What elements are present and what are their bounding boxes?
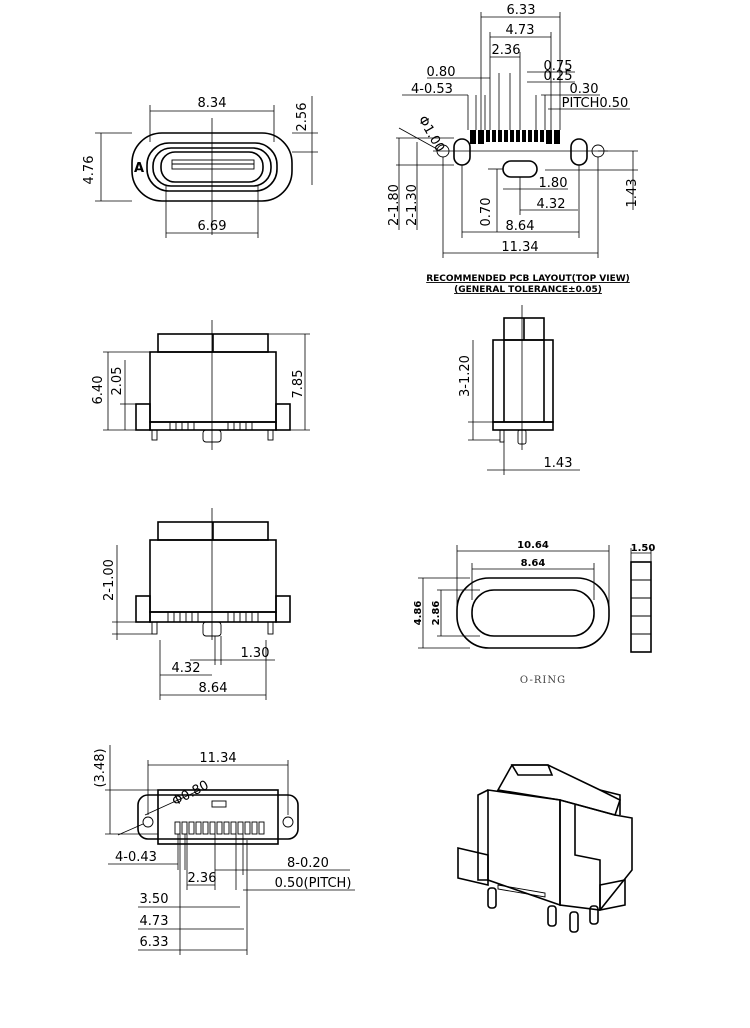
pcb-note-title: RECOMMENDED PCB LAYOUT(TOP VIEW) [426, 274, 630, 284]
bottom-left-hole [142, 816, 154, 828]
dim-11-34: 11.34 [199, 751, 236, 766]
iso-left-leg [457, 846, 489, 887]
dim-8-64: 8.64 [506, 219, 535, 234]
dim-6-33: 6.33 [140, 935, 169, 950]
dim-0-80: 0.80 [427, 65, 456, 80]
dim-11-34: 11.34 [501, 240, 538, 255]
dim-1-43: 1.43 [625, 179, 640, 208]
dim-2-05: 2.05 [110, 367, 125, 396]
dim-4-86: 4.86 [413, 601, 424, 626]
pin-a-label: A [134, 161, 144, 176]
rear-body [149, 539, 277, 613]
dim-0-75: 0.75 [544, 59, 573, 74]
dim-0-70: 0.70 [479, 198, 494, 227]
dim-1-43: 1.43 [544, 456, 573, 471]
oring-inner [471, 589, 595, 637]
dim-0-30: 0.30 [570, 82, 599, 97]
dim-4-73: 4.73 [140, 914, 169, 929]
rear-pins [151, 612, 274, 637]
pitch-0-50: 0.50(PITCH) [275, 876, 352, 891]
isometric-view [457, 764, 633, 933]
dim-4-32: 4.32 [172, 661, 201, 676]
dim-8-64: 8.64 [199, 681, 228, 696]
iso-right-face [559, 798, 633, 911]
oring-outer [456, 577, 610, 649]
dim-4-73: 4.73 [506, 23, 535, 38]
left-slot [453, 138, 471, 166]
dim-1-80: 1.80 [539, 176, 568, 191]
dim-8-64: 8.64 [521, 558, 546, 569]
dim-4-76: 4.76 [82, 156, 97, 185]
dim-3-50: 3.50 [140, 892, 169, 907]
pitch-0-50: PITCH0.50 [562, 96, 629, 111]
dim-7-85: 7.85 [291, 370, 306, 399]
rear-right-leg [275, 595, 291, 623]
signal-pads [470, 130, 560, 144]
dim-4-32: 4.32 [537, 197, 566, 212]
bottom-body [157, 789, 279, 845]
dim-4-0-43: 4-0.43 [115, 850, 157, 865]
dim-0-25: 0.25 [544, 69, 573, 84]
front-view: 8.34 6.69 4.76 2.56 A [82, 96, 318, 238]
right-slot [570, 138, 588, 166]
dim-6-40: 6.40 [91, 376, 106, 405]
dim-3-48: (3.48) [93, 748, 108, 787]
side-pins [151, 422, 274, 443]
side-right-leg [275, 403, 291, 431]
dim-8-0-20: 8-0.20 [287, 856, 329, 871]
front-tongue [171, 159, 255, 170]
dim-2-36: 2.36 [492, 43, 521, 58]
dim-3-1-20: 3-1.20 [458, 355, 473, 397]
side-body [149, 351, 277, 423]
side-view: 6.40 2.05 7.85 [91, 320, 310, 450]
dim-2-1-80: 2-1.80 [387, 184, 402, 226]
pcb-layout-view: 6.33 4.73 2.36 0.80 0.75 0.25 0.30 PITCH… [387, 3, 640, 295]
side-left-leg [135, 403, 151, 431]
dim-1-30: 1.30 [241, 646, 270, 661]
dim-2-36: 2.36 [188, 871, 217, 886]
bottom-right-hole [282, 816, 294, 828]
iso-right-leg [599, 879, 626, 911]
dim-1-50: 1.50 [631, 543, 656, 554]
pcb-note-tolerance: (GENERAL TOLERANCE±0.05) [454, 285, 602, 295]
oring-section [630, 561, 652, 653]
rear-view: 2-1.00 1.30 4.32 8.64 [102, 508, 291, 700]
dim-2-1-30: 2-1.30 [405, 184, 420, 226]
end-view: 3-1.20 1.43 [458, 305, 580, 475]
dim-8-34: 8.34 [198, 96, 227, 111]
dia-0-80: Φ0.80 [170, 778, 212, 810]
center-slot [502, 160, 538, 178]
oring-caption: O-RING [520, 675, 566, 686]
bottom-view: 11.34 (3.48) Φ0.80 4-0.43 2.36 8-0.20 0.… [93, 745, 355, 955]
dim-2-56: 2.56 [295, 103, 310, 132]
dim-6-69: 6.69 [198, 219, 227, 234]
rear-left-leg [135, 595, 151, 623]
dim-2-1-00: 2-1.00 [102, 559, 117, 601]
oring-view: 10.64 8.64 4.86 2.86 1.50 O-RING [413, 540, 655, 686]
dim-10-64: 10.64 [517, 540, 549, 551]
dim-4-0-53: 4-0.53 [411, 82, 453, 97]
dim-6-33: 6.33 [507, 3, 536, 18]
bottom-pins [174, 821, 265, 835]
dim-2-86: 2.86 [431, 601, 442, 626]
iso-left-face [487, 789, 561, 907]
iso-front-cap [510, 764, 554, 776]
bottom-key [211, 800, 227, 808]
dia-1-00: Φ1.00 [415, 114, 448, 155]
bottom-flange [137, 794, 299, 840]
